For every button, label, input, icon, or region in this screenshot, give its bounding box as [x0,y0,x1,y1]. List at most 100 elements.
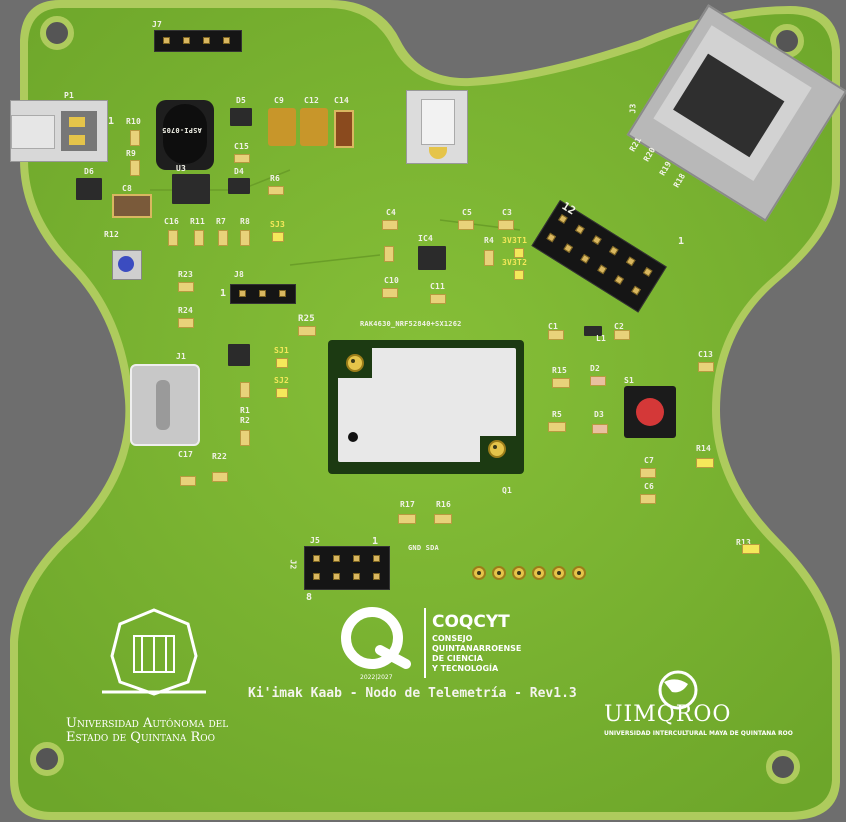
label-r8: R8 [240,217,251,226]
diode-d5 [230,108,252,126]
label-c10: C10 [384,276,400,285]
label-r7: R7 [216,217,227,226]
transistor-near-j1 [228,344,250,366]
header-j5 [304,546,390,590]
resistor-r23 [178,282,194,292]
label-r13: R13 [736,538,752,547]
uimqroo-globe-logo [658,670,698,710]
resistor-r25 [298,326,316,336]
rak4630-module [328,340,524,474]
label-p1-pin1: 1 [108,116,115,127]
ic-ic4 [418,246,446,270]
label-ic4: IC4 [418,234,434,243]
jumper-sj2 [276,388,288,398]
label-c13: C13 [698,350,714,359]
coqcyt-line1: CONSEJO [432,634,473,643]
capacitor-c9 [268,108,296,146]
label-r22: R22 [212,452,228,461]
reset-button-s1[interactable] [624,386,676,438]
dc-jack-p1 [10,100,108,162]
test-pad-2 [492,566,506,580]
ic-u3 [172,174,210,204]
capacitor-c12 [300,108,328,146]
capacitor-c8 [112,194,152,218]
header-j8 [230,284,296,304]
coqcyt-divider [424,608,426,678]
diode-d4 [228,178,250,194]
uqroo-name-line2: Estado de Quintana Roo [66,730,216,745]
label-3v3t1: 3V3T1 [502,236,528,245]
label-u3: U3 [176,164,187,173]
label-j5-pin1: 1 [372,536,379,547]
capacitor-c16 [168,230,178,246]
label-sj1: SJ1 [274,346,290,355]
resistor-r10 [130,130,140,146]
capacitor-c3 [498,220,514,230]
capacitor-near-ic4 [384,246,394,262]
label-r15: R15 [552,366,568,375]
label-r4: R4 [484,236,495,245]
uqroo-crest-logo [102,608,206,696]
uqroo-name-line1: Universidad Autónoma del [66,716,229,731]
resistor-r16 [434,514,452,524]
led-d3 [592,424,608,434]
label-p1: P1 [64,91,75,100]
test-pad-4 [532,566,546,580]
capacitor-c7 [640,468,656,478]
board-title: Ki'imak Kaab - Nodo de Telemetría - Rev1… [248,686,577,701]
label-r12: R12 [104,230,120,239]
coqcyt-line2: QUINTANARROENSE [432,644,522,653]
resistor-r8 [240,230,250,246]
label-d5: D5 [236,96,247,105]
label-c1: C1 [548,322,559,331]
connector-top-white [406,90,468,164]
uimqroo-name: UIMQROO [604,702,732,727]
capacitor-c17 [180,476,196,486]
mounting-hole [30,742,64,776]
label-j2: J2 [288,559,298,570]
label-j7: J7 [152,20,163,29]
resistor-r4 [484,250,494,266]
test-pad-3 [512,566,526,580]
header-j7 [154,30,242,52]
label-c15: C15 [234,142,250,151]
capacitor-c1 [548,330,564,340]
test-pad-1 [472,566,486,580]
capacitor-c4 [382,220,398,230]
label-l1: L1 [596,334,607,343]
capacitor-c5 [458,220,474,230]
label-sj2: SJ2 [274,376,290,385]
label-j3: J3 [628,103,638,114]
capacitor-c13 [698,362,714,372]
test-pad-5 [552,566,566,580]
label-c6: C6 [644,482,655,491]
label-r14: R14 [696,444,712,453]
label-c2: C2 [614,322,625,331]
pin-labels-gnd-sda: GND SDA [408,544,439,552]
test-pad-6 [572,566,586,580]
diode-d6 [76,178,102,200]
label-r23: R23 [178,270,194,279]
resistor-r22 [212,472,228,482]
capacitor-c10 [382,288,398,298]
resistor-r15 [552,378,570,388]
resistor-r24 [178,318,194,328]
module-label: RAK4630_NRF52840+SX1262 [360,320,462,328]
label-d2: D2 [590,364,601,373]
capacitor-c6 [640,494,656,504]
jumper-sj1 [276,358,288,368]
capacitor-c2 [614,330,630,340]
label-j5: J5 [310,536,321,545]
coqcyt-line3: DE CIENCIA [432,654,483,663]
resistor-r9 [130,160,140,176]
coqcyt-line4: Y TECNOLOGÍA [432,664,499,673]
trimpot-r12 [112,250,142,280]
jumper-sj3 [272,232,284,242]
label-d6: D6 [84,167,95,176]
label-r11: R11 [190,217,206,226]
label-c11: C11 [430,282,446,291]
led-d2 [590,376,606,386]
label-c14: C14 [334,96,350,105]
label-j8-pin1: 1 [220,288,227,299]
resistor-r2 [240,430,250,446]
